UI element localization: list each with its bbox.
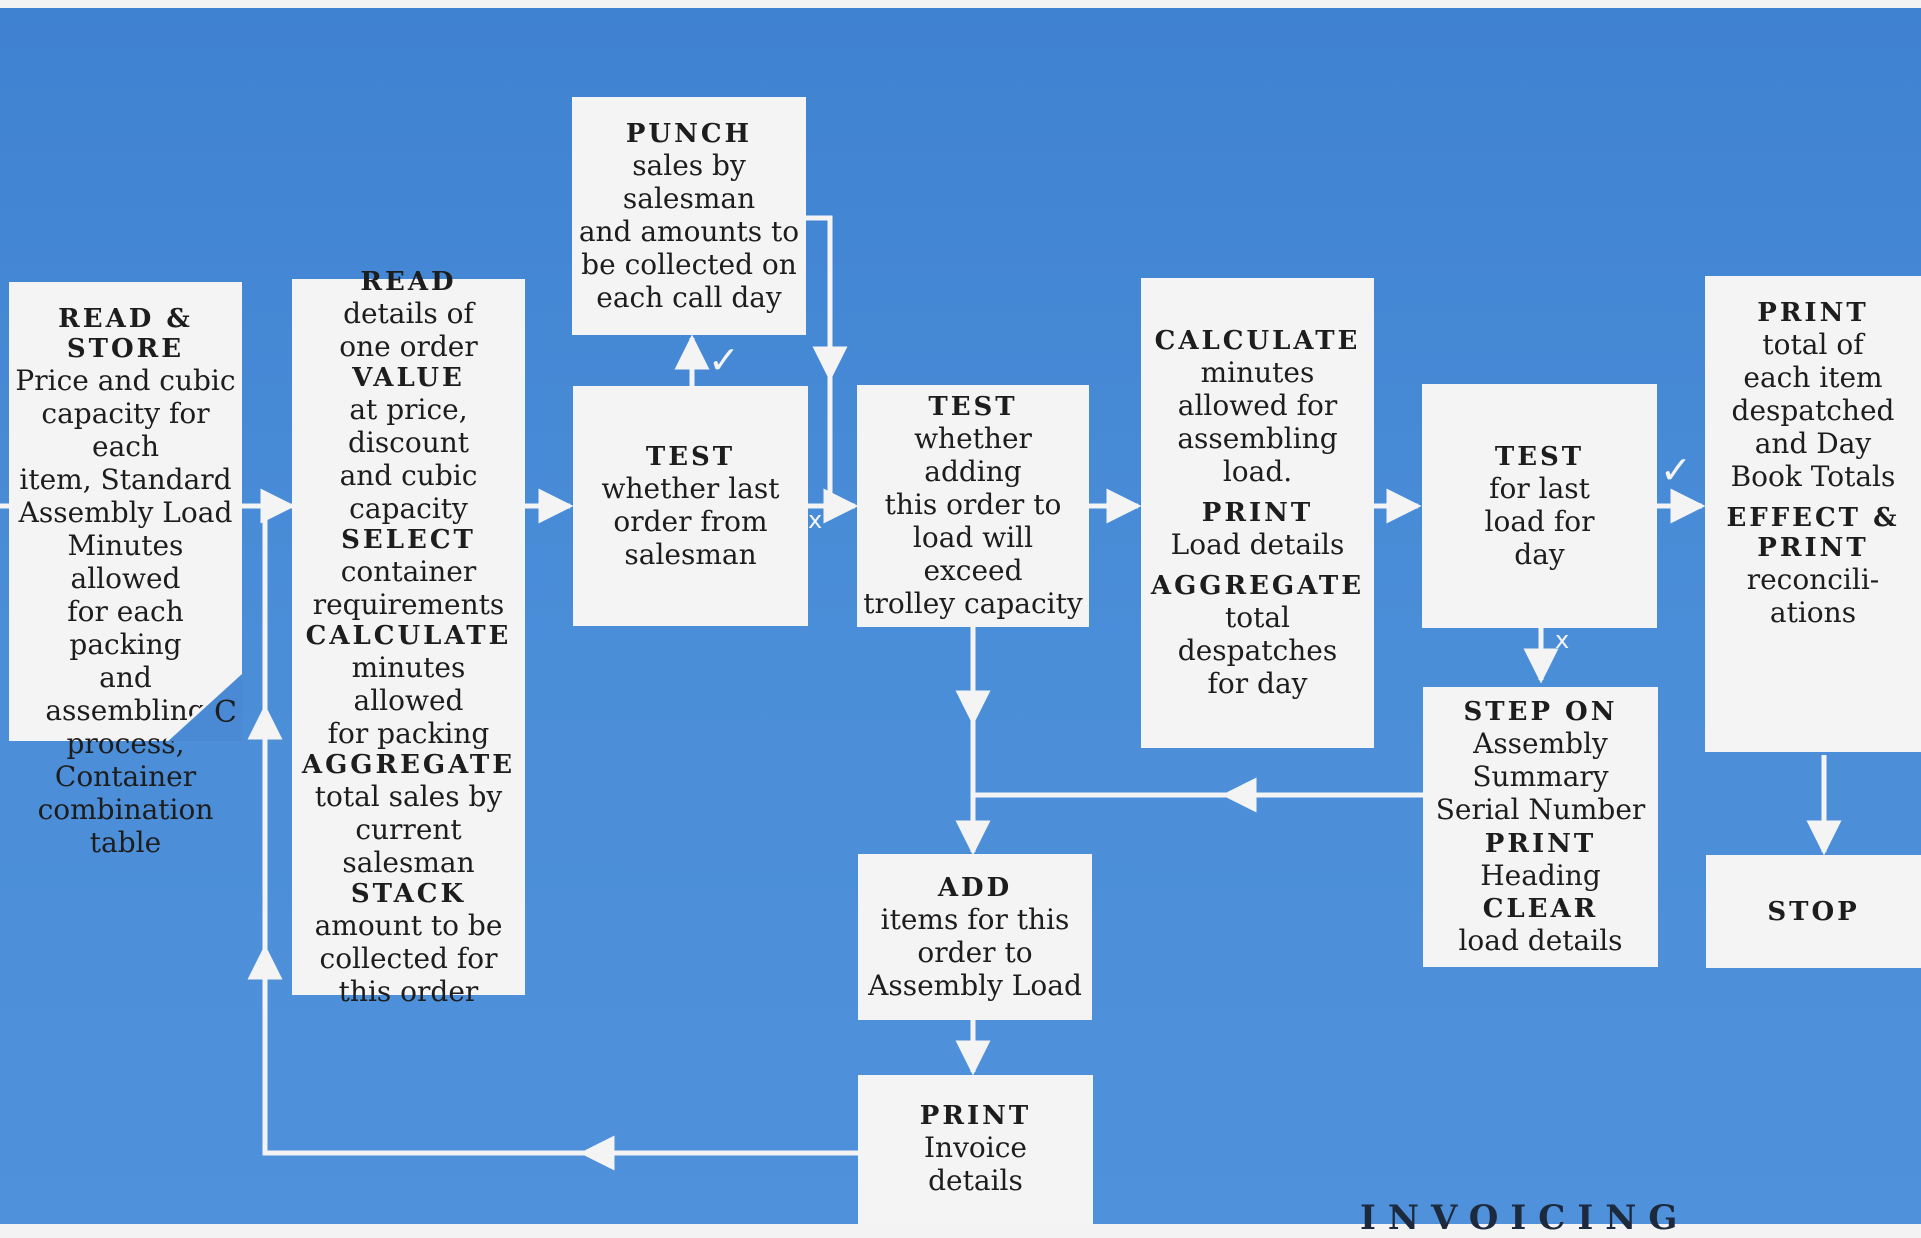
step-description: Load details bbox=[1170, 528, 1345, 561]
step-description: amount to be collected for this order bbox=[314, 908, 503, 1008]
step-keyword: STOP bbox=[1767, 896, 1860, 927]
step-keyword: CALCULATE bbox=[1154, 326, 1361, 356]
corner-label: C bbox=[214, 695, 237, 730]
step-keyword: PRINT bbox=[919, 1101, 1032, 1131]
step-description: minutes allowed for assembling load. bbox=[1177, 356, 1338, 488]
yes-mark-punch: ✓ bbox=[708, 338, 740, 382]
diagram-title-partial: INVOICING bbox=[1360, 1198, 1690, 1238]
corner-notch bbox=[166, 672, 242, 741]
step-keyword: VALUE bbox=[352, 362, 465, 393]
step-keyword: EFFECT & PRINT bbox=[1726, 503, 1900, 563]
step-description: Invoice details bbox=[924, 1131, 1027, 1197]
step-keyword: CLEAR bbox=[1482, 894, 1599, 924]
step-keyword: SELECT bbox=[341, 524, 476, 555]
step-description: reconcili- ations bbox=[1746, 563, 1880, 629]
step-keyword: PRINT bbox=[1757, 298, 1869, 328]
step-keyword: PUNCH bbox=[625, 118, 753, 149]
step-keyword: READ & STORE bbox=[58, 304, 193, 364]
step-description: Price and cubic capacity for each item, … bbox=[15, 364, 236, 859]
step-description: for last load for day bbox=[1484, 471, 1595, 571]
step-description: total of each item despatched and Day Bo… bbox=[1730, 328, 1896, 493]
step-description: Assembly Summary Serial Number bbox=[1435, 727, 1646, 826]
step-description: total sales by current salesman bbox=[314, 779, 503, 879]
step-description: at price, discount and cubic capacity bbox=[339, 392, 478, 525]
step-keyword: READ bbox=[360, 266, 457, 297]
yes-mark-testload: ✓ bbox=[1660, 448, 1692, 492]
step-keyword: AGGREGATE bbox=[1150, 571, 1365, 601]
step-description: sales by salesman and amounts to be coll… bbox=[578, 148, 800, 314]
step-description: items for this order to Assembly Load bbox=[868, 902, 1082, 1002]
step-keyword: TEST bbox=[928, 392, 1018, 422]
box-segment: STOP bbox=[1767, 897, 1859, 927]
step-keyword: STEP ON bbox=[1463, 697, 1618, 727]
no-mark-salesman: x bbox=[808, 506, 823, 534]
step-description: whether adding this order to load will e… bbox=[863, 422, 1083, 620]
step-keyword: ADD bbox=[937, 872, 1013, 903]
step-description: whether last order from salesman bbox=[601, 471, 780, 571]
line-punch-to-trolley bbox=[806, 215, 848, 382]
step-keyword: AGGREGATE bbox=[301, 749, 516, 780]
step-description: minutes allowed for packing bbox=[327, 650, 490, 750]
step-description: total despatches for day bbox=[1177, 601, 1338, 700]
step-keyword: TEST bbox=[1494, 441, 1585, 472]
step-keyword: TEST bbox=[645, 441, 736, 472]
step-keyword: STACK bbox=[350, 878, 467, 909]
step-keyword: CALCULATE bbox=[305, 620, 512, 651]
step-keyword: PRINT bbox=[1201, 498, 1314, 528]
step-description: container requirements bbox=[312, 554, 505, 621]
step-keyword: PRINT bbox=[1484, 828, 1597, 859]
box-stop: STOP bbox=[1706, 855, 1921, 968]
step-description: details of one order bbox=[339, 296, 478, 363]
step-description: load details bbox=[1458, 924, 1623, 957]
no-mark-testload: x bbox=[1555, 626, 1570, 654]
step-description: Heading bbox=[1480, 858, 1601, 892]
